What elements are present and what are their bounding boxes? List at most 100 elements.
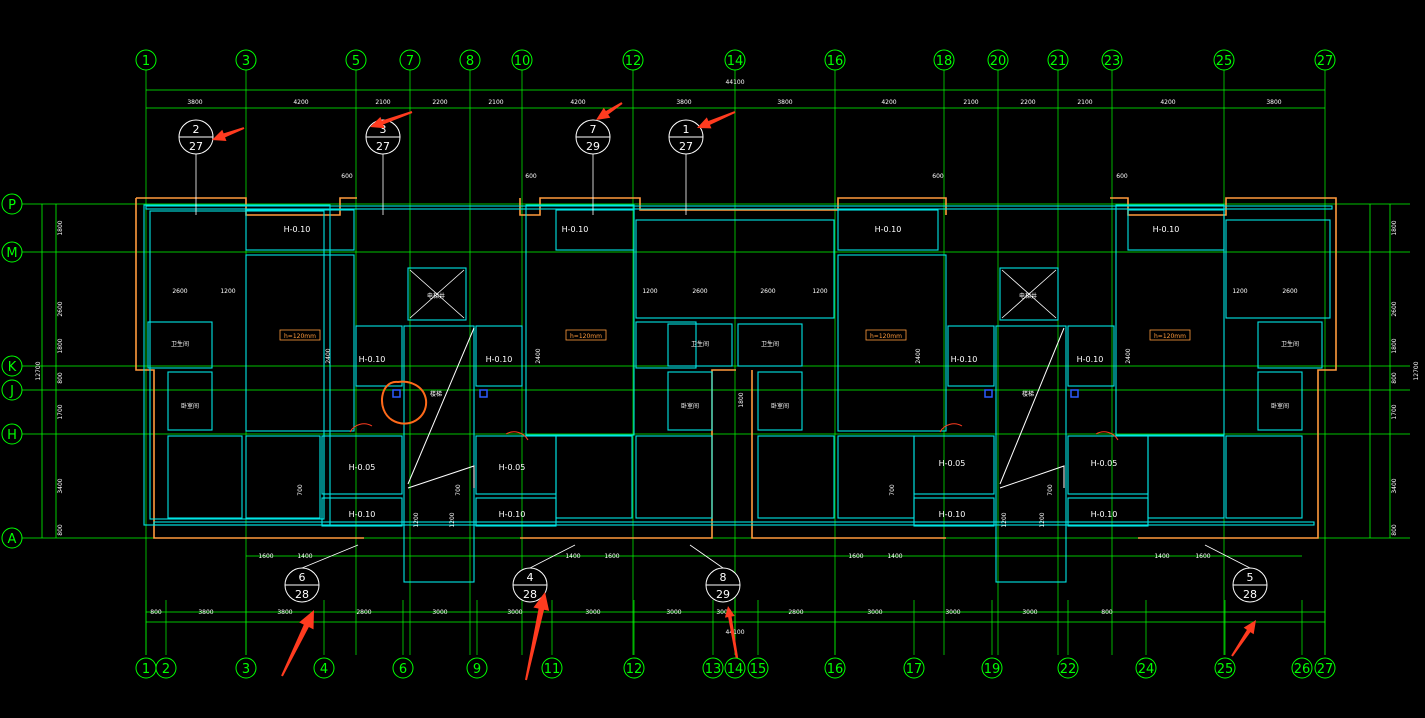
axis-bubble-bottom-label: 1 [142,662,150,677]
axis-bubble-top-label: 5 [352,54,360,69]
dim-text: 600 [932,173,944,180]
axis-bubble-bottom-label: 3 [242,662,250,677]
callout-number: 3 [380,123,387,136]
dim-text: 700 [455,484,462,496]
slab-note: h=120mm [870,333,902,340]
dim-text: 1400 [297,553,312,560]
stair-label: 楼梯 [1022,390,1034,398]
room-label: H-0.10 [1091,510,1118,519]
dim-text: 12700 [1413,361,1420,380]
dim-text: 700 [889,484,896,496]
dim-text: 1600 [258,553,273,560]
dim-text: 600 [525,173,537,180]
space-labels: 电梯井 电梯井 楼梯 楼梯 卫生间 卫生间 卫生间 卫生间 卧室间 卧室间 卧室… [171,292,1299,410]
dim-text: 600 [341,173,353,180]
callout-number: 1 [683,123,690,136]
dim-text: 1800 [57,338,64,353]
dim-text: 4200 [570,99,585,106]
room-label: 卧室间 [681,402,699,410]
axis-bubble-top-circle [459,49,481,71]
axis-bubble-top-circle [235,49,257,71]
axis-bubble-bottom-circle [1214,657,1236,679]
axis-bubble-top-label: 27 [1317,54,1334,69]
axis-bubble-bottom-label: 17 [906,662,923,677]
room-label: H-0.05 [939,459,966,468]
axis-bubble-row-circle [1,193,23,215]
callout-number: 2 [193,123,200,136]
dim-text: 2600 [57,301,64,316]
axis-bubble-bottom-circle [1314,657,1336,679]
dim-text: 2800 [356,609,371,616]
axis-bubble-top-label: 16 [827,54,844,69]
axis-bubble-bottom-circle [541,657,563,679]
dim-text: 3400 [1391,478,1398,493]
room-label: 卧室间 [181,402,199,410]
room-label: H-0.10 [951,355,978,364]
red-arrow [1231,620,1256,657]
dim-text: 12700 [35,361,42,380]
room-label: H-0.05 [349,463,376,472]
dim-text: 1800 [57,220,64,235]
slab-note: h=120mm [1154,333,1186,340]
room-label: H-0.10 [486,355,513,364]
dim-text: 3000 [945,609,960,616]
axis-bubble-bottom-label: 6 [399,662,407,677]
dim-text: 2100 [488,99,503,106]
room-label: H-0.10 [284,225,311,234]
callout-sheet: 29 [586,140,600,153]
interior-dims: 2600 1200 1200 2600 2600 1200 1200 2600 … [172,173,1297,528]
room-label: H-0.10 [875,225,902,234]
axis-bubble-row-circle [1,379,23,401]
axis-bubble-top-circle [824,49,846,71]
dim-text: 3000 [1022,609,1037,616]
axis-bubble-bottom-label: 24 [1138,662,1155,677]
axis-bubble-row-label: J [9,384,14,399]
dim-text: 1200 [1039,512,1046,527]
axis-bubble-bottom-label: 12 [626,662,643,677]
dim-text: 2400 [325,348,332,363]
dim-text: 600 [1116,173,1128,180]
callout-number: 4 [527,571,534,584]
axis-bubble-bottom-circle [1135,657,1157,679]
room-label: 卫生间 [691,340,709,348]
dim-text: 2800 [788,609,803,616]
axis-bubble-bottom-circle [824,657,846,679]
room-label: 卫生间 [171,340,189,348]
room-label: 卧室间 [771,402,789,410]
dim-text: 3800 [198,609,213,616]
axis-bubble-bottom-label: 2 [162,662,170,677]
dim-text: 2100 [375,99,390,106]
axis-bubble-top-label: 8 [466,54,474,69]
axis-bubble-bottom-circle [392,657,414,679]
room-label: H-0.05 [499,463,526,472]
axis-bubble-bottom-circle [747,657,769,679]
dim-text: 1700 [57,404,64,419]
callout-number: 7 [590,123,597,136]
axis-bubble-top-circle [1101,49,1123,71]
dim-text: 2100 [1077,99,1092,106]
room-label: H-0.10 [939,510,966,519]
axis-bubble-bottom-label: 14 [727,662,744,677]
dim-text: 1200 [413,512,420,527]
axis-bubble-top-label: 10 [514,54,531,69]
dim-text: 3000 [585,609,600,616]
callout-leader [529,544,576,569]
dim-text: 1400 [565,553,580,560]
room-label: H-0.10 [499,510,526,519]
axis-bubble-row-label: A [8,532,17,547]
axis-bubble-bottom-circle [981,657,1003,679]
dim-text: 800 [1391,372,1398,384]
dim-text: 1200 [642,288,657,295]
slab-notes: h=120mm h=120mm h=120mm h=120mm [279,329,1191,341]
dim-text: 800 [57,524,64,536]
axis-bubble-bottom-label: 11 [544,662,561,677]
axis-bubble-row-label: H [7,428,17,443]
axis-bubble-bottom-label: 19 [984,662,1001,677]
room-label: 卫生间 [761,340,779,348]
axis-bubble-top-circle [1047,49,1069,71]
callout-sheet: 27 [376,140,390,153]
axis-bubble-row-label: M [6,246,17,261]
dim-text: 800 [1101,609,1113,616]
dim-text: 800 [57,372,64,384]
